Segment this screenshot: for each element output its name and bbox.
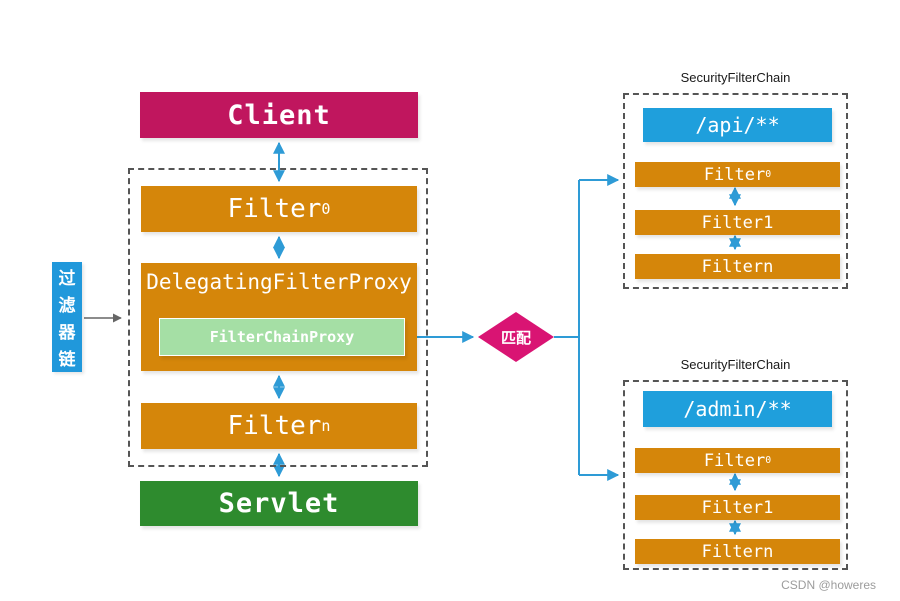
api-filter1-label: Filter1 [701,212,774,233]
filtern-subscript: n [321,417,331,435]
admin-filtern-label: Filtern [701,541,774,562]
filtern-label: Filter [227,411,322,441]
api-matcher-label: /api/** [695,113,780,137]
vertical-label-char: 链 [58,350,76,369]
match-decision-diamond: 匹配 [478,312,554,362]
delegating-filter-proxy-label: DelegatingFilterProxy [146,270,412,294]
admin-filter1-label: Filter1 [701,497,774,518]
servlet-label: Servlet [218,488,340,519]
api-filter0-label: Filter [703,164,766,185]
api-filter0-subscript: 0 [765,169,772,180]
match-diamond-label: 匹配 [500,329,531,347]
filter0-subscript: 0 [321,200,331,218]
client-box: Client [140,92,418,138]
filter-chain-vertical-label: 过 滤 器 链 [52,262,82,372]
filter-chain-proxy-label: FilterChainProxy [209,328,355,346]
watermark: CSDN @howeres [781,578,876,592]
admin-filter0-label: Filter [703,450,766,471]
admin-filter1-box: Filter1 [635,495,840,520]
admin-filter0-subscript: 0 [765,455,772,466]
vertical-label-char: 器 [58,323,76,342]
vertical-label-char: 过 [58,269,76,288]
api-matcher-box: /api/** [643,108,832,142]
client-label: Client [227,99,331,131]
api-filtern-box: Filtern [635,254,840,279]
admin-chain-title: SecurityFilterChain [680,357,791,372]
filter-chain-proxy-box: FilterChainProxy [159,318,405,356]
admin-matcher-label: /admin/** [683,397,792,421]
api-chain-title: SecurityFilterChain [680,70,791,85]
servlet-box: Servlet [140,481,418,526]
api-filtern-label: Filtern [701,256,774,277]
api-filter1-box: Filter1 [635,210,840,235]
admin-matcher-box: /admin/** [643,391,832,427]
main-filter-chain-dashed-box [128,168,428,467]
vertical-label-char: 滤 [58,296,76,315]
admin-filtern-box: Filtern [635,539,840,564]
filter0-label: Filter [227,194,322,224]
